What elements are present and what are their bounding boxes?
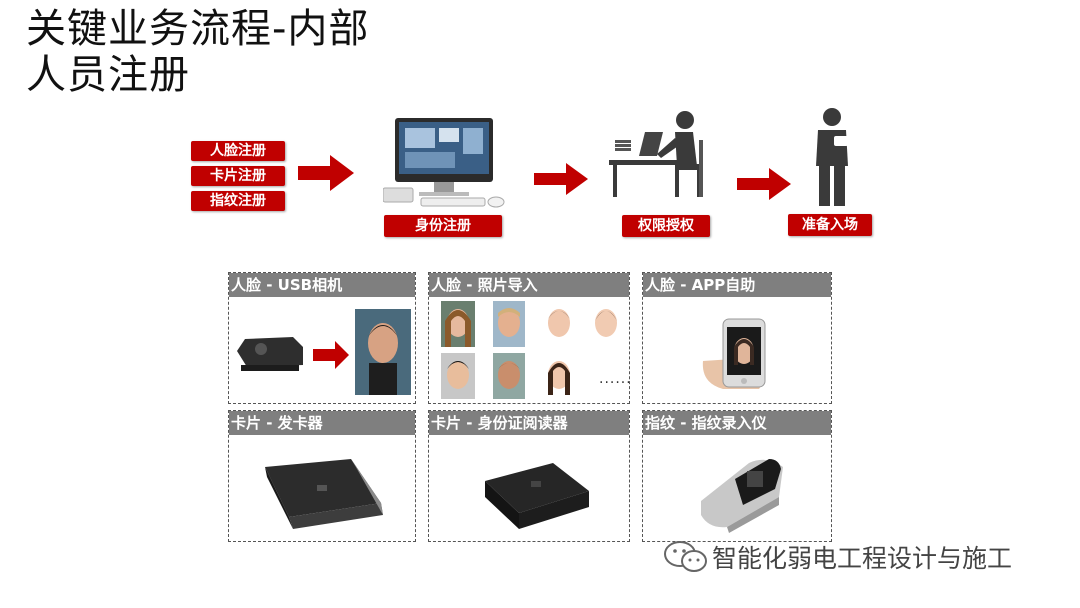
registration-types: 人脸注册 卡片注册 指纹注册 [191, 141, 285, 216]
face-photo-icon [548, 361, 570, 395]
panel-title: 人脸 - APP自助 [643, 273, 831, 297]
title-line-1: 关键业务流程-内部 [26, 6, 370, 52]
panel-card-id-reader: 卡片 - 身份证阅读器 [428, 410, 630, 542]
panel-face-photo-import: 人脸 - 照片导入 [428, 272, 630, 404]
wechat-icon [664, 541, 707, 572]
face-photo-icon [441, 301, 475, 347]
fingerprint-scanner-icon [701, 459, 783, 533]
face-photo-icon [595, 309, 617, 337]
face-photo-icon [441, 353, 475, 399]
page-title: 关键业务流程-内部 人员注册 [26, 6, 369, 98]
panel-title: 卡片 - 身份证阅读器 [429, 411, 629, 435]
flow-arrow-1 [298, 155, 354, 191]
panel-face-usb-camera: 人脸 - USB相机 [228, 272, 416, 404]
flow-arrow-2 [534, 163, 588, 195]
stage-access-authorization: 权限授权 [622, 215, 710, 237]
watermark-text: 智能化弱电工程设计与施工 [712, 544, 1013, 573]
computer-icon [383, 118, 505, 208]
title-line-2: 人员注册 [26, 52, 190, 98]
face-photo-grid [441, 301, 617, 399]
face-registration-tag: 人脸注册 [191, 141, 285, 161]
stage-identity-registration: 身份注册 [384, 215, 502, 237]
panel-title: 指纹 - 指纹录入仪 [643, 411, 831, 435]
smartphone-icon [702, 318, 766, 389]
stage-ready-to-enter: 准备入场 [788, 214, 872, 236]
id-card-reader-icon [485, 463, 589, 529]
panel-card-issuer: 卡片 - 发卡器 [228, 410, 416, 542]
panel-title: 人脸 - 照片导入 [429, 273, 629, 297]
panel-title: 人脸 - USB相机 [229, 273, 415, 297]
face-photo-icon [548, 309, 570, 337]
face-photo-icon [493, 353, 525, 399]
watermark: 智能化弱电工程设计与施工 [664, 539, 1012, 575]
card-registration-tag: 卡片注册 [191, 166, 285, 186]
face-photo-icon [493, 301, 525, 347]
flow-arrow-3 [737, 168, 791, 200]
panel-face-app-self-service: 人脸 - APP自助 [642, 272, 832, 404]
standing-person-icon [816, 108, 848, 206]
panel-title: 卡片 - 发卡器 [229, 411, 415, 435]
more-photos-ellipsis: ...... [599, 371, 630, 387]
person-at-desk-icon [609, 111, 703, 197]
usb-camera-icon [237, 309, 411, 395]
panel-fingerprint-enroller: 指纹 - 指纹录入仪 [642, 410, 832, 542]
card-issuer-icon [265, 459, 383, 529]
fingerprint-registration-tag: 指纹注册 [191, 191, 285, 211]
